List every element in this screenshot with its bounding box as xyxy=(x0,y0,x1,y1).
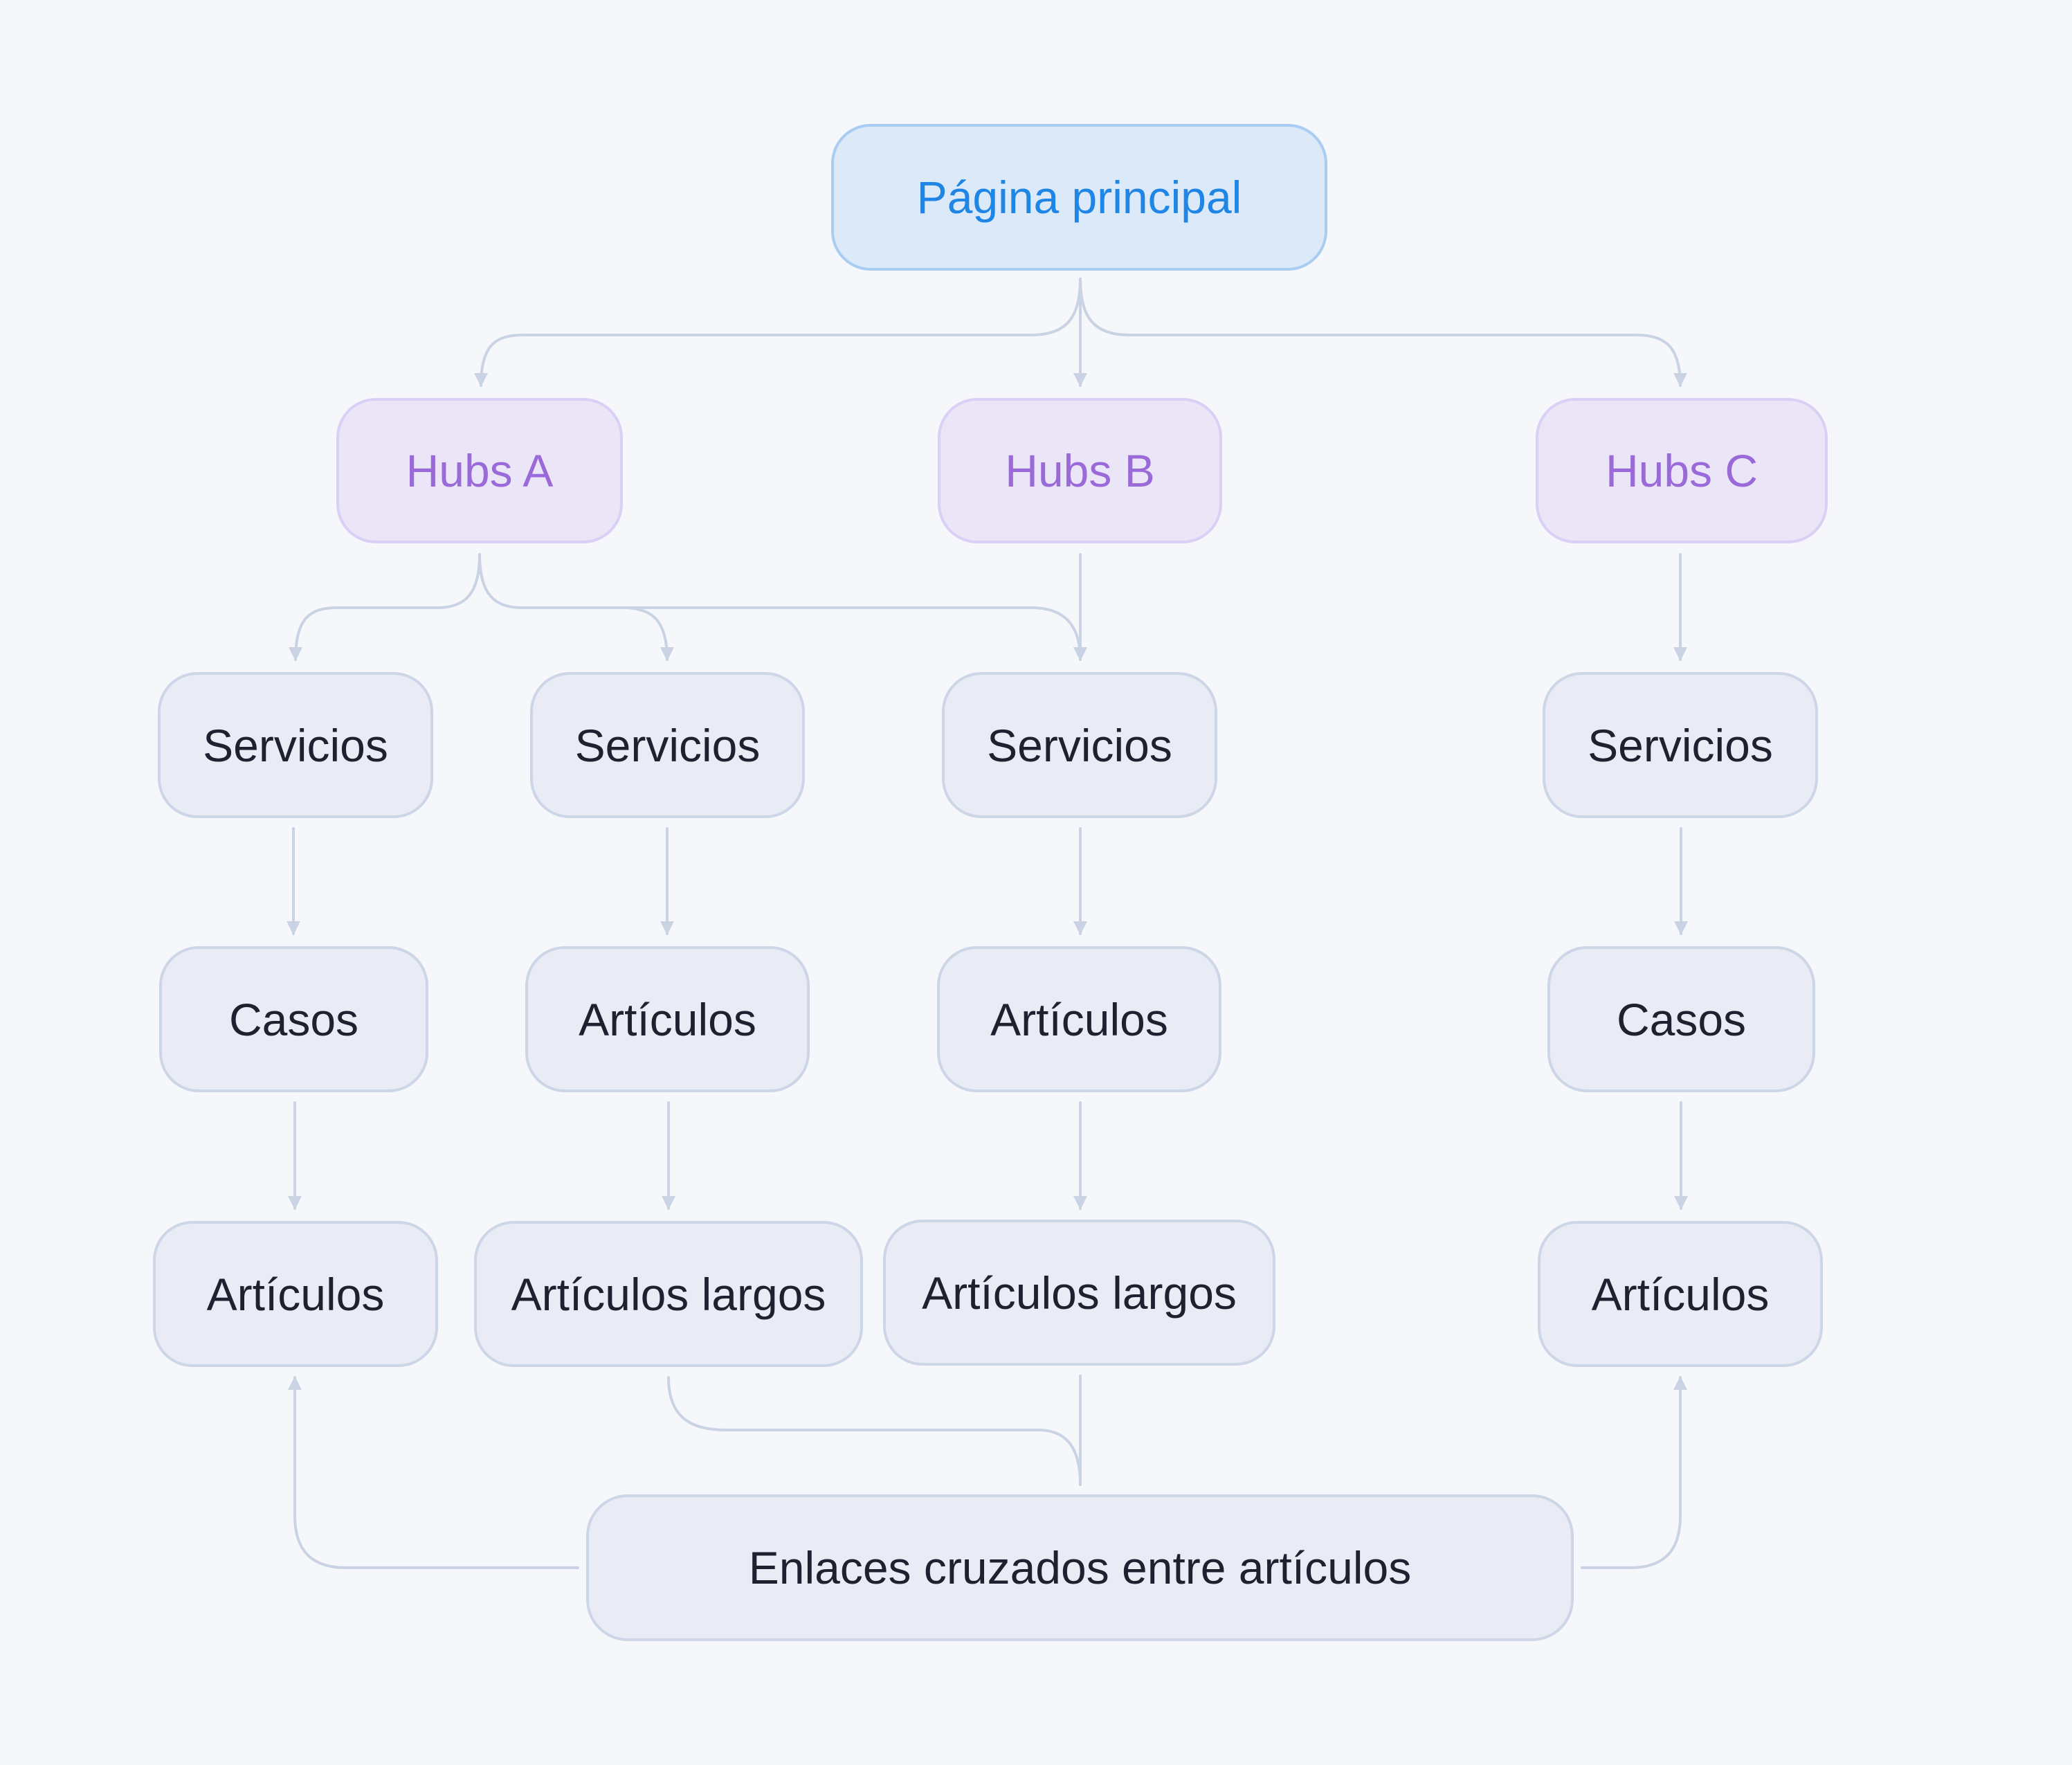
node-articles-bottom-4-label: Artículos xyxy=(1591,1268,1770,1320)
node-articles-3-label: Artículos xyxy=(990,993,1168,1045)
node-services-3: Servicios xyxy=(942,672,1217,818)
node-articles-bottom-4: Artículos xyxy=(1538,1221,1823,1367)
node-hub-c: Hubs C xyxy=(1536,398,1828,543)
connector-cross-bot-1 xyxy=(288,1376,579,1569)
connector-hub-a-srv-3 xyxy=(621,606,1087,661)
node-services-1: Servicios xyxy=(158,672,433,818)
node-long-articles-2: Artículos largos xyxy=(474,1221,863,1367)
node-services-2-label: Servicios xyxy=(574,719,761,771)
node-articles-2-label: Artículos xyxy=(579,993,756,1045)
node-long-articles-3: Artículos largos xyxy=(883,1220,1275,1366)
node-home-page: Página principal xyxy=(831,124,1327,271)
node-home-page-label: Página principal xyxy=(916,172,1242,223)
node-hub-a-label: Hubs A xyxy=(406,445,554,496)
connector-bot-2-cross xyxy=(667,1376,1082,1486)
connector-hub-a-srv-2 xyxy=(478,553,674,661)
node-cases-4: Casos xyxy=(1547,946,1815,1092)
node-hub-c-label: Hubs C xyxy=(1605,445,1759,496)
node-services-3-label: Servicios xyxy=(987,719,1172,771)
node-hub-b: Hubs B xyxy=(938,398,1222,543)
node-long-articles-3-label: Artículos largos xyxy=(922,1267,1237,1319)
node-cases-1: Casos xyxy=(159,946,428,1092)
node-cross-links: Enlaces cruzados entre artículos xyxy=(586,1494,1574,1641)
node-services-4: Servicios xyxy=(1543,672,1818,818)
node-articles-3: Artículos xyxy=(937,946,1221,1092)
node-hub-a: Hubs A xyxy=(336,398,623,543)
node-articles-bottom-1: Artículos xyxy=(153,1221,438,1367)
node-services-2: Servicios xyxy=(530,672,805,818)
node-services-4-label: Servicios xyxy=(1588,719,1773,771)
connector-root-hub-a xyxy=(474,278,1082,387)
connector-root-hub-c xyxy=(1079,278,1687,387)
node-cross-links-label: Enlaces cruzados entre artículos xyxy=(748,1542,1412,1593)
connector-hub-a-srv-1 xyxy=(289,553,481,661)
node-services-1-label: Servicios xyxy=(203,719,388,771)
node-hub-b-label: Hubs B xyxy=(1005,445,1155,496)
node-articles-bottom-1-label: Artículos xyxy=(206,1268,385,1320)
node-articles-2: Artículos xyxy=(525,946,810,1092)
connector-cross-bot-4 xyxy=(1581,1376,1687,1569)
node-cases-1-label: Casos xyxy=(228,993,359,1045)
node-cases-4-label: Casos xyxy=(1616,993,1747,1045)
node-long-articles-2-label: Artículos largos xyxy=(511,1268,826,1320)
